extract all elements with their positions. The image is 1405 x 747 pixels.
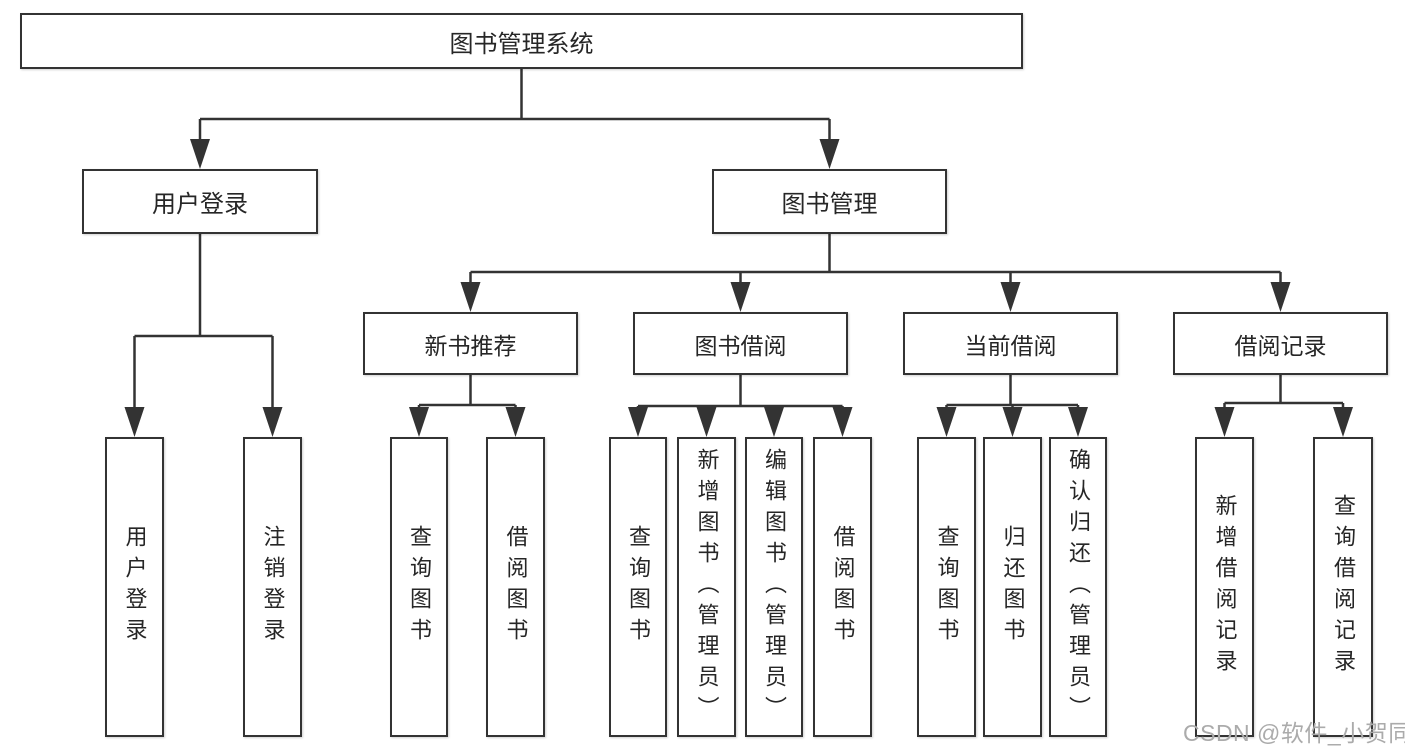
node-new-book-recommendation: 新书推荐: [363, 312, 578, 375]
node-label: 借阅图书: [503, 525, 529, 649]
node-label: 当前借阅: [964, 332, 1057, 359]
leaf-return-books: 归还图书: [983, 437, 1042, 737]
leaf-borrow-books: 借阅图书: [813, 437, 872, 737]
node-label: 用户登录: [152, 191, 248, 218]
node-label: 归还图书: [1000, 525, 1026, 649]
node-label: 查询借阅记录: [1331, 494, 1356, 680]
node-label: 确认归还（管理员）: [1066, 447, 1091, 727]
node-label: 新增图书（管理员）: [694, 447, 720, 727]
node-label: 图书管理系统: [449, 30, 594, 58]
node-borrowing-records: 借阅记录: [1173, 312, 1388, 375]
node-label: 查询图书: [407, 525, 432, 649]
leaf-user-login: 用户登录: [105, 437, 164, 737]
node-library-management-system: 图书管理系统: [20, 13, 1023, 69]
node-label: 注销登录: [260, 525, 286, 649]
leaf-logout: 注销登录: [243, 437, 302, 737]
leaf-add-borrow-record: 新增借阅记录: [1195, 437, 1254, 737]
leaf-edit-books-admin: 编辑图书（管理员）: [745, 437, 803, 737]
leaf-query-borrow-record: 查询借阅记录: [1313, 437, 1373, 737]
leaf-confirm-return-admin: 确认归还（管理员）: [1049, 437, 1107, 737]
node-label: 查询图书: [626, 525, 651, 649]
node-label: 借阅图书: [830, 525, 856, 649]
arrowheads: [124, 139, 1353, 437]
leaf-add-books-admin: 新增图书（管理员）: [677, 437, 736, 737]
csdn-watermark: CSDN @软件_小贺同学: [1183, 720, 1405, 746]
node-label: 查询图书: [934, 525, 960, 649]
node-label: 图书管理: [781, 191, 878, 218]
node-label: 新增借阅记录: [1212, 494, 1238, 680]
node-book-management: 图书管理: [712, 169, 947, 234]
leaf-query-books-current: 查询图书: [917, 437, 976, 737]
node-book-borrowing: 图书借阅: [633, 312, 848, 375]
node-label: 编辑图书（管理员）: [762, 447, 787, 727]
node-current-borrowing: 当前借阅: [903, 312, 1118, 375]
node-label: 新书推荐: [424, 332, 517, 359]
node-label: 借阅记录: [1234, 332, 1327, 359]
leaf-query-books-borrow: 查询图书: [609, 437, 667, 737]
leaf-borrow-books-recommend: 借阅图书: [486, 437, 545, 737]
node-label: 图书借阅: [694, 332, 787, 359]
node-label: 用户登录: [122, 525, 148, 649]
node-user-login: 用户登录: [82, 169, 318, 234]
leaf-query-books-recommend: 查询图书: [390, 437, 448, 737]
